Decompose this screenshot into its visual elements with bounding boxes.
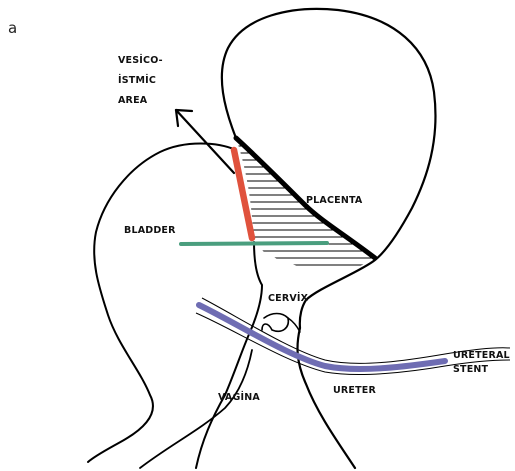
label-ureter: URETER <box>333 385 376 396</box>
transverse-section-line <box>181 243 327 244</box>
label-cervix: CERVİX <box>268 293 309 304</box>
label-vesico-istmic-3: AREA <box>118 95 148 106</box>
bladder-outline <box>88 144 236 463</box>
arrow-shaft <box>176 110 234 173</box>
label-bladder: BLADDER <box>124 225 176 236</box>
label-ureteral-stent-1: URETERAL <box>453 350 510 361</box>
cervix-os-outline-2 <box>288 318 300 332</box>
cervix-os-outline <box>262 314 288 332</box>
label-ureteral-stent-2: STENT <box>453 364 489 375</box>
lower-segment-outline <box>196 242 262 468</box>
panel-label: a <box>8 19 17 37</box>
label-vagina: VAGİNA <box>218 392 260 403</box>
vesico-istmic-line <box>234 150 252 238</box>
label-vesico-istmic-2: İSTMİC <box>118 75 156 86</box>
label-vesico-istmic-1: VESİCO- <box>118 55 163 66</box>
label-placenta: PLACENTA <box>306 195 363 206</box>
